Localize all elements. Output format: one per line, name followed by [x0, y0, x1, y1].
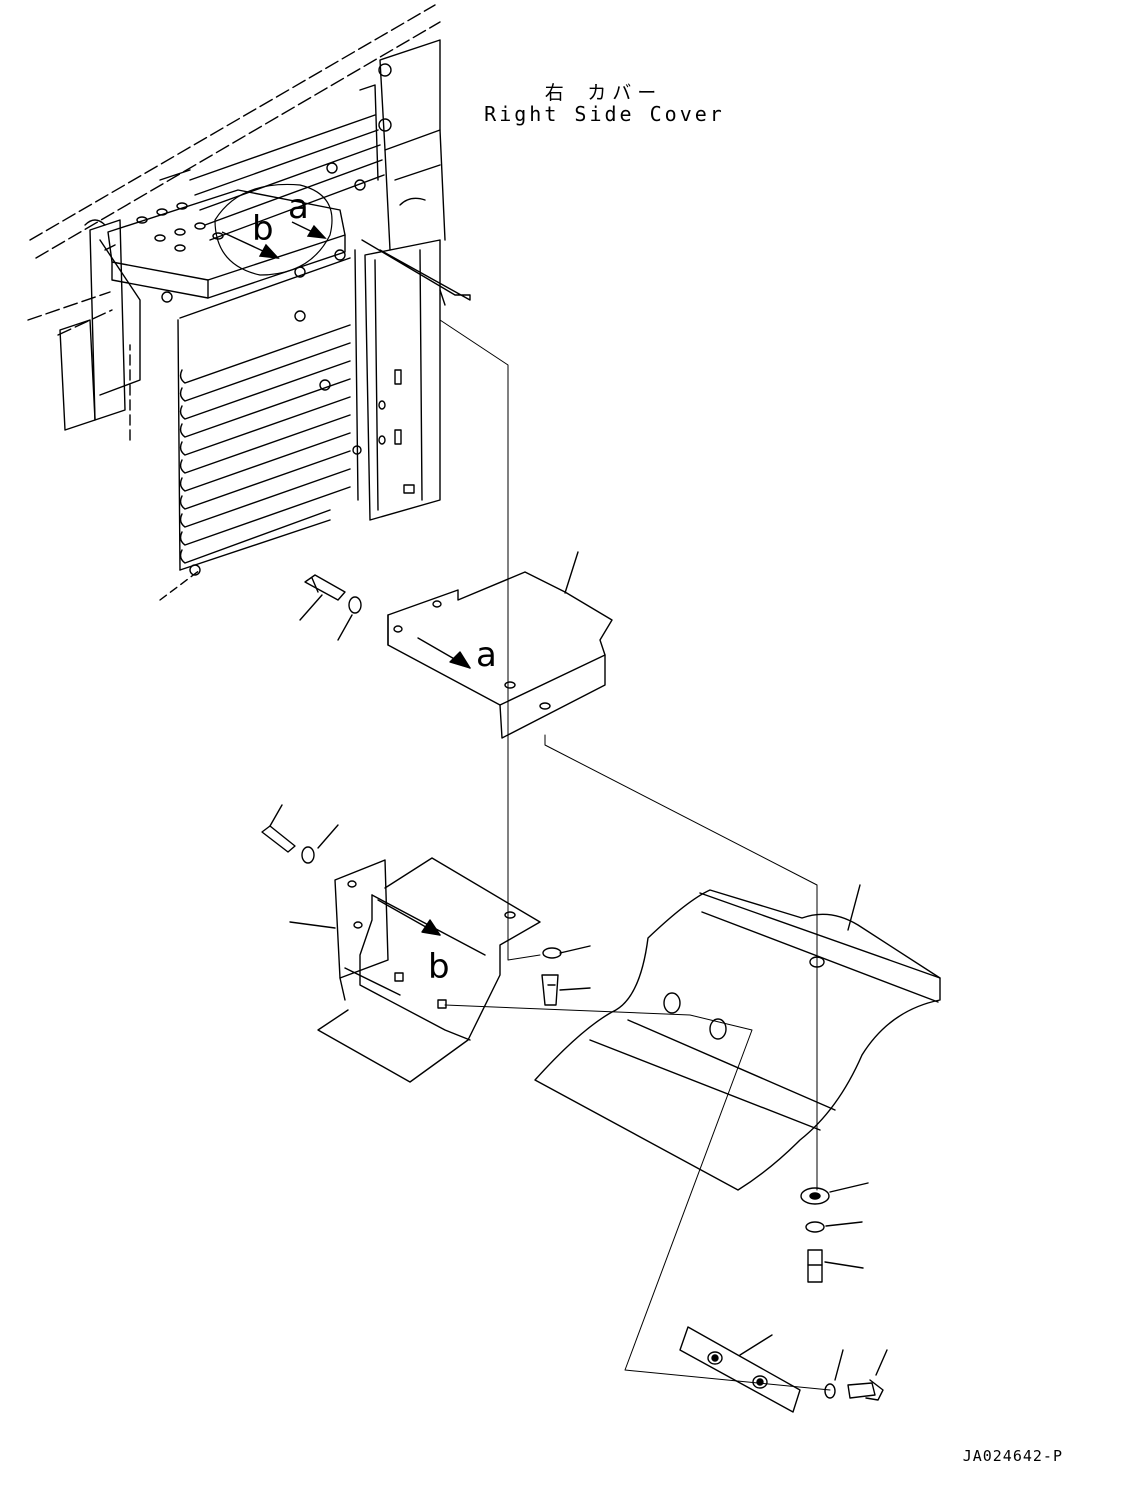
lower-bracket-assembly: [290, 858, 540, 1082]
caption-english: Right Side Cover: [484, 102, 725, 126]
cover-plate-upper: [388, 552, 612, 738]
nut-and-bolt-middle: [542, 946, 590, 1005]
bolt-upper-left: [300, 575, 361, 640]
assembly-lines: [440, 320, 830, 1390]
curved-side-cover: [535, 885, 940, 1190]
reference-mark-b-lower: b: [428, 947, 450, 987]
strip-plate: [680, 1327, 887, 1412]
caption-japanese: 右 カバー: [544, 82, 663, 104]
reference-mark-a-lower: a: [476, 635, 497, 675]
drawing-number: JA024642-P: [962, 1447, 1063, 1465]
radiator-frame-assembly: [28, 5, 470, 600]
washer-stack-right: [801, 1183, 868, 1282]
reference-mark-b-upper: b: [252, 209, 274, 249]
bolt-lower-left: [262, 805, 338, 863]
reference-mark-a-upper: a: [288, 187, 309, 227]
